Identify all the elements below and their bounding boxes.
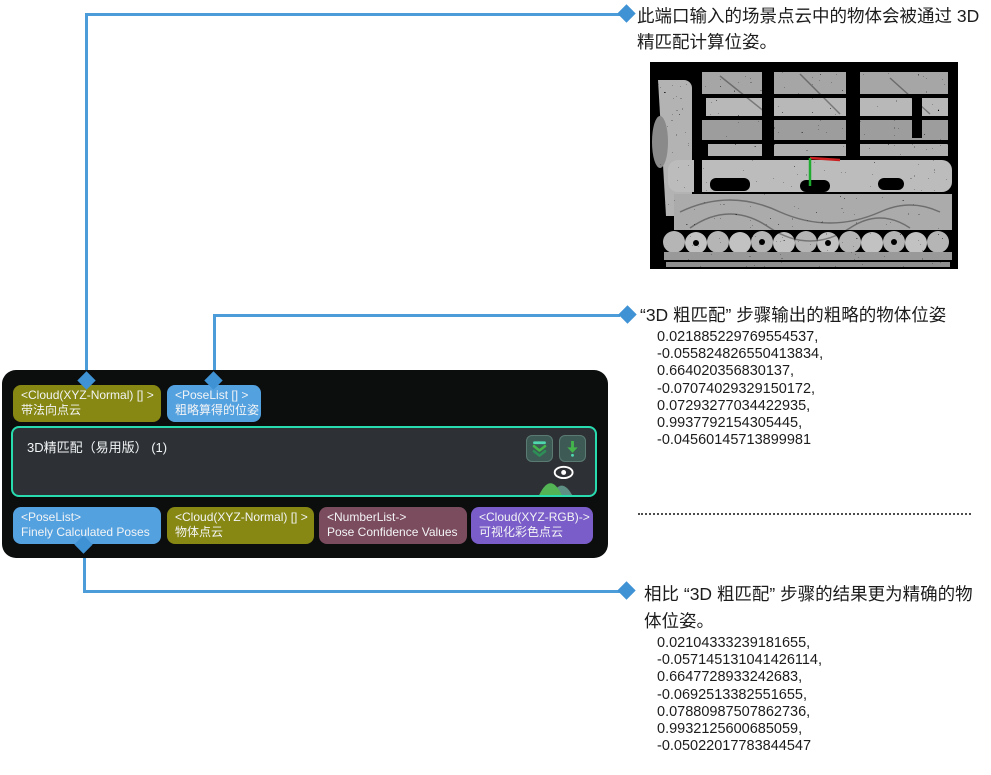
pose-value-line: -0.0692513382551655, — [657, 686, 807, 703]
connector-line-input1-horizontal — [85, 13, 620, 16]
note1-text: 此端口输入的场景点云中的物体会被通过 3D 精匹配计算位姿。 — [637, 6, 980, 52]
connector-line-output1-vertical — [83, 544, 86, 592]
note3-pose-values: 0.02104333239181655, -0.0571451310414261… — [657, 635, 822, 755]
connector-line-input2-horizontal — [213, 314, 620, 317]
pose-value-line: -0.04560145713899981 — [657, 432, 812, 449]
node-body[interactable]: 3D精匹配（易用版） (1) — [11, 426, 597, 497]
pose-value-line: 0.07880987507862736, — [657, 703, 811, 720]
note2-heading: “3D 粗匹配” 步骤输出的粗略的物体位姿 — [640, 305, 947, 325]
run-step-down-arrow-icon[interactable] — [559, 435, 586, 462]
connector-diamond-note2 — [618, 305, 637, 324]
pose-value-line: -0.057145131041426114, — [657, 652, 823, 669]
port-type: <PoseList [] > — [175, 388, 249, 402]
collapse-double-chevron-icon[interactable] — [526, 435, 553, 462]
step-node-3d-fine-matching[interactable]: <Cloud(XYZ-Normal) [] > 带法向点云 <PoseList … — [2, 370, 608, 558]
scene-point-cloud-image — [650, 62, 958, 269]
eye-outline — [553, 465, 574, 480]
port-type: <PoseList> — [21, 510, 82, 524]
connector-line-input1-vertical — [85, 13, 88, 385]
port-type: <Cloud(XYZ-RGB)-> — [479, 510, 590, 524]
connector-line-input2-vertical — [213, 314, 216, 385]
pose-value-line: 0.9932125600685059, — [657, 721, 803, 738]
point-cloud-hill-front — [539, 483, 562, 496]
output-port-visual-color-point-cloud[interactable]: <Cloud(XYZ-RGB)-> 可视化彩色点云 — [471, 507, 593, 544]
port-label: Finely Calculated Poses — [21, 525, 150, 539]
port-label: 可视化彩色点云 — [479, 525, 564, 539]
dotted-separator — [638, 513, 971, 515]
port-type: <Cloud(XYZ-Normal) [] > — [175, 510, 308, 524]
output-port-pose-confidence-values[interactable]: <NumberList-> Pose Confidence Values — [319, 507, 467, 544]
eye-pupil — [561, 470, 567, 475]
input-port-point-cloud-with-normals[interactable]: <Cloud(XYZ-Normal) [] > 带法向点云 — [13, 385, 161, 422]
port-type: <NumberList-> — [327, 510, 407, 524]
pose-value-line: 0.07293277034422935, — [657, 397, 811, 414]
connector-diamond-note3 — [617, 581, 636, 600]
pose-value-line: 0.021885229769554537, — [657, 329, 819, 345]
pose-value-line: 0.664020356830137, — [657, 363, 795, 380]
pose-value-line: -0.05022017783844547 — [657, 738, 812, 755]
note3-heading: 相比 “3D 粗匹配” 步骤的结果更为精确的物体位姿。 — [644, 584, 973, 631]
input-port-rough-poses[interactable]: <PoseList [] > 粗略算得的位姿 — [167, 385, 261, 422]
port-label: Pose Confidence Values — [327, 525, 458, 539]
node-title: 3D精匹配（易用版） (1) — [27, 440, 168, 455]
output-port-object-point-cloud[interactable]: <Cloud(XYZ-Normal) [] > 物体点云 — [167, 507, 314, 544]
port-label: 物体点云 — [175, 525, 224, 539]
port-type: <Cloud(XYZ-Normal) [] > — [21, 388, 154, 402]
pose-value-line: 0.6647728933242683, — [657, 669, 803, 686]
note2-pose-values: 0.021885229769554537, -0.055824826550413… — [657, 329, 823, 449]
pose-value-line: 0.02104333239181655, — [657, 635, 811, 651]
port-label: 带法向点云 — [21, 403, 82, 417]
connector-diamond-note1 — [617, 4, 636, 23]
pose-value-line: -0.055824826550413834, — [657, 346, 824, 363]
pose-axis-x — [809, 156, 841, 162]
eye-over-point-cloud-icon[interactable] — [537, 464, 579, 496]
pose-value-line: 0.9937792154305445, — [657, 415, 803, 432]
port-label: 粗略算得的位姿 — [175, 403, 260, 417]
pose-value-line: -0.07074029329150172, — [657, 380, 816, 397]
connector-line-output1-horizontal — [83, 590, 620, 593]
